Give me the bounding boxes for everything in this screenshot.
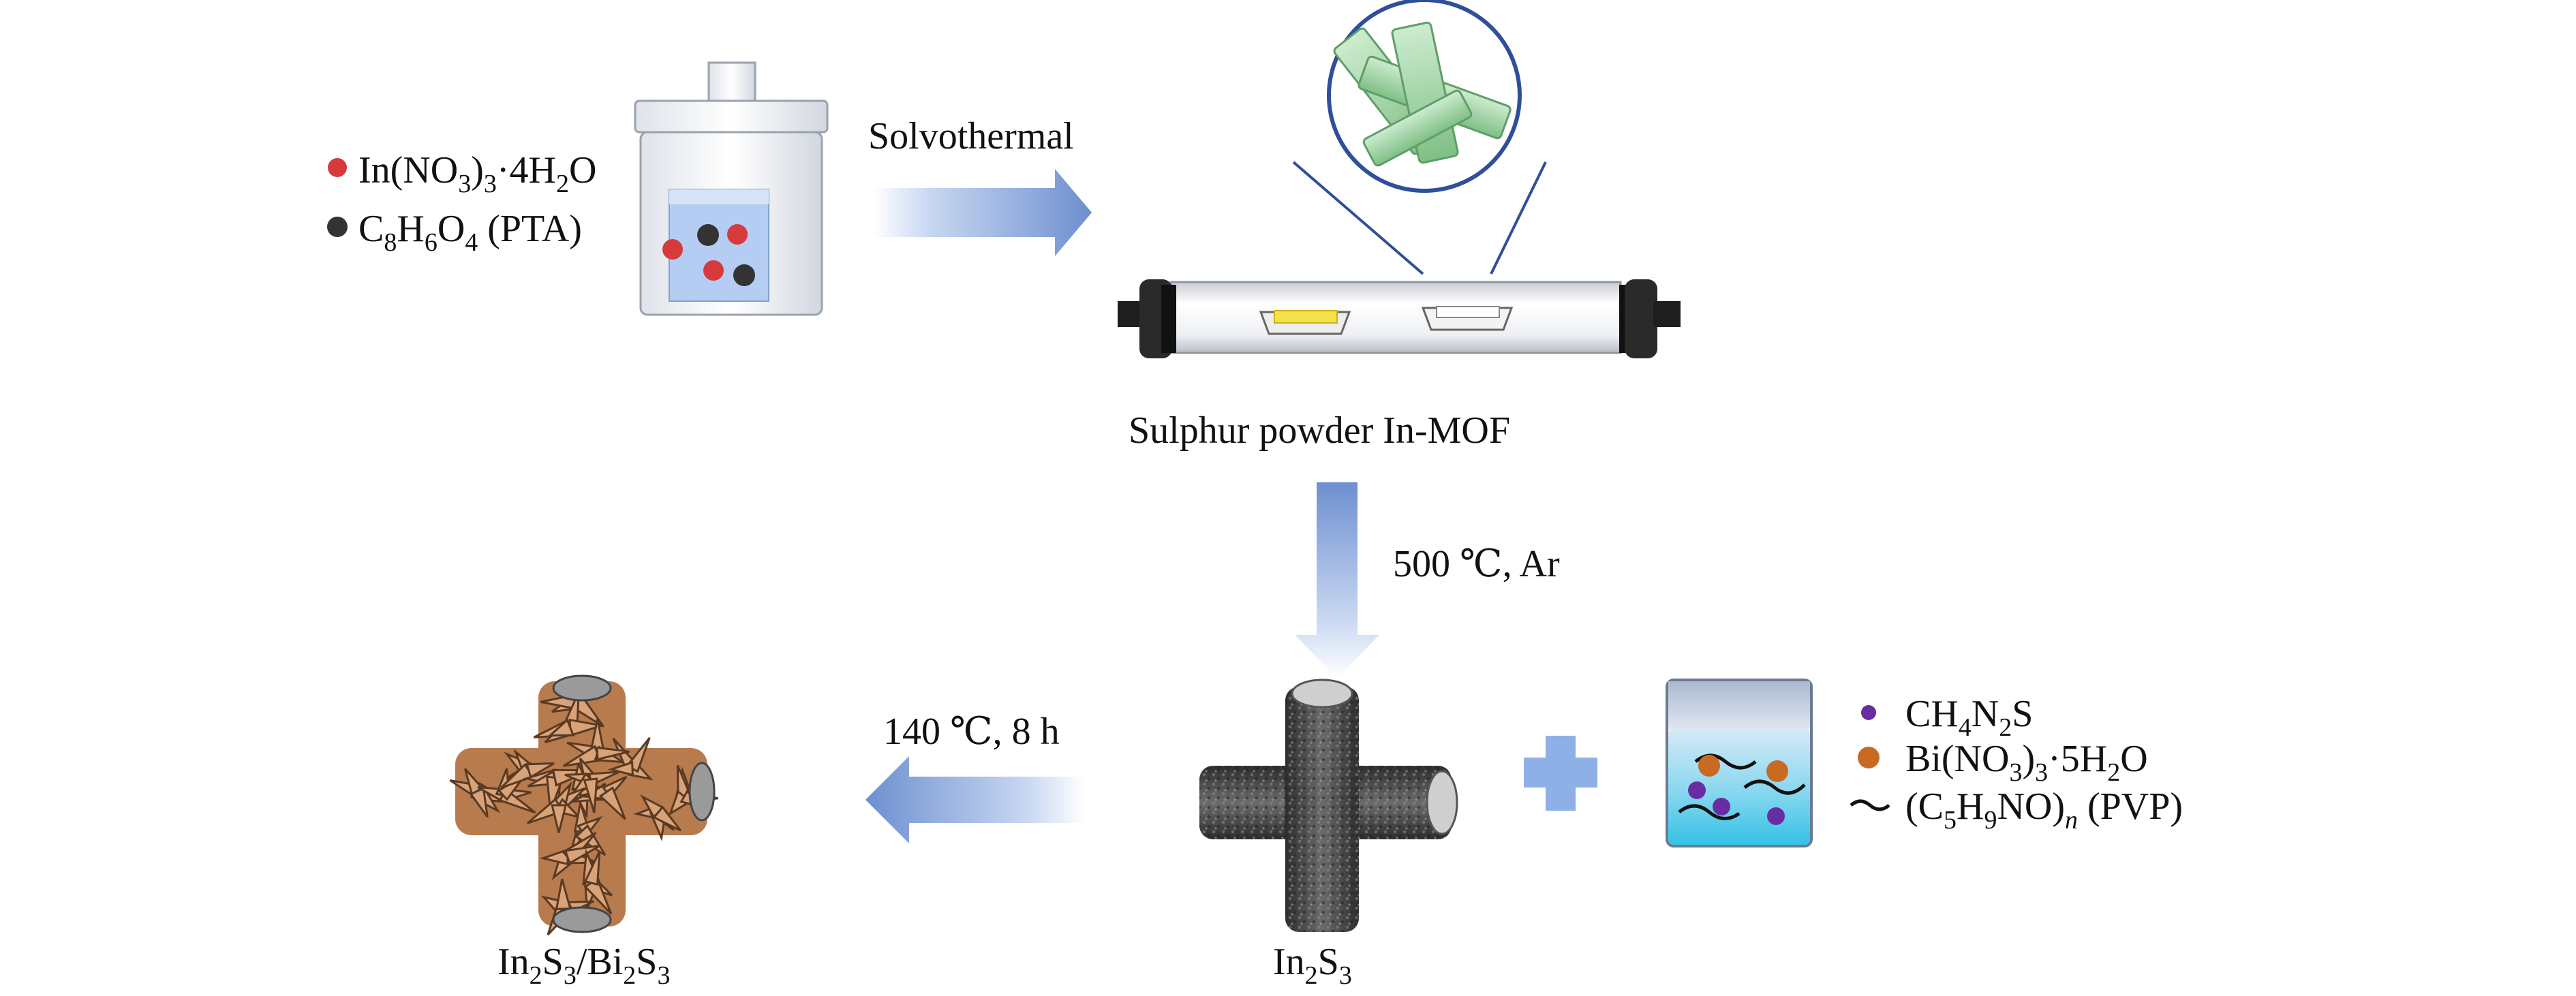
nanosheet-spike (598, 786, 626, 820)
beaker-reagent-bismuth-nitrate: Bi(NO3)3·5H2O (1905, 738, 2148, 787)
autoclave-icon (634, 61, 829, 316)
orange-dot-icon (1766, 760, 1788, 782)
purple-dot-icon (1861, 705, 1876, 720)
beaker-reagent-pvp: (C5H9NO)n (PVP) (1905, 785, 2183, 835)
mof-rods-icon (1333, 21, 1512, 167)
calcination-arrow (1295, 482, 1379, 679)
black-dot-icon (733, 264, 755, 286)
step-solvothermal-label: Solvothermal (868, 115, 1074, 157)
step-hydrothermal-label: 140 ℃, 8 h (883, 711, 1060, 753)
nanosheet-spike (555, 878, 572, 911)
red-dot-icon (662, 239, 683, 260)
beaker-reagent-thiourea: CH4N2S (1905, 693, 2034, 742)
nanosheet-spike (551, 804, 568, 833)
nanosheet-spike (652, 805, 682, 832)
black-dot-icon (327, 217, 348, 237)
solvothermal-arrow (874, 169, 1092, 256)
orange-dot-icon (1698, 755, 1720, 777)
red-dot-icon (727, 224, 748, 245)
red-dot-icon (328, 158, 347, 177)
nanosheet-spike (607, 761, 634, 777)
purple-dot-icon (1688, 781, 1706, 799)
nanosheet-spike (564, 844, 601, 865)
step-calcination-label: 500 ℃, Ar (1393, 543, 1560, 585)
tube-label: Sulphur powder In-MOF (1129, 409, 1510, 452)
tube-furnace-icon (1118, 279, 1681, 358)
product-in2s3-label: In2S3 (1273, 941, 1352, 990)
in2s3-bi2s3-composite-icon (449, 674, 718, 936)
plus-icon (1524, 736, 1597, 811)
purple-dot-icon (1767, 807, 1785, 825)
red-dot-icon (703, 260, 724, 281)
nanosheet-spike (525, 762, 555, 779)
nanosheet-spike (583, 850, 601, 886)
beaker-icon (1666, 679, 1813, 847)
reactant-indium-nitrate: In(NO3)3·4H2O (358, 149, 597, 198)
reactant-pta: C8H6O4 (PTA) (358, 208, 582, 257)
nanosheet-spike (596, 746, 630, 761)
product-composite-label: In2S3/Bi2S3 (497, 941, 671, 990)
nanosheet-spike (547, 718, 575, 737)
purple-dot-icon (1713, 798, 1730, 815)
orange-dot-icon (1858, 747, 1880, 768)
hydrothermal-arrow (865, 756, 1084, 843)
in2s3-rod-icon (1199, 679, 1458, 932)
mof-zoom-view (1292, 0, 1547, 275)
pvp-chain-icon (1850, 799, 1890, 811)
nanosheet-spike (583, 777, 598, 813)
black-dot-icon (697, 224, 719, 246)
